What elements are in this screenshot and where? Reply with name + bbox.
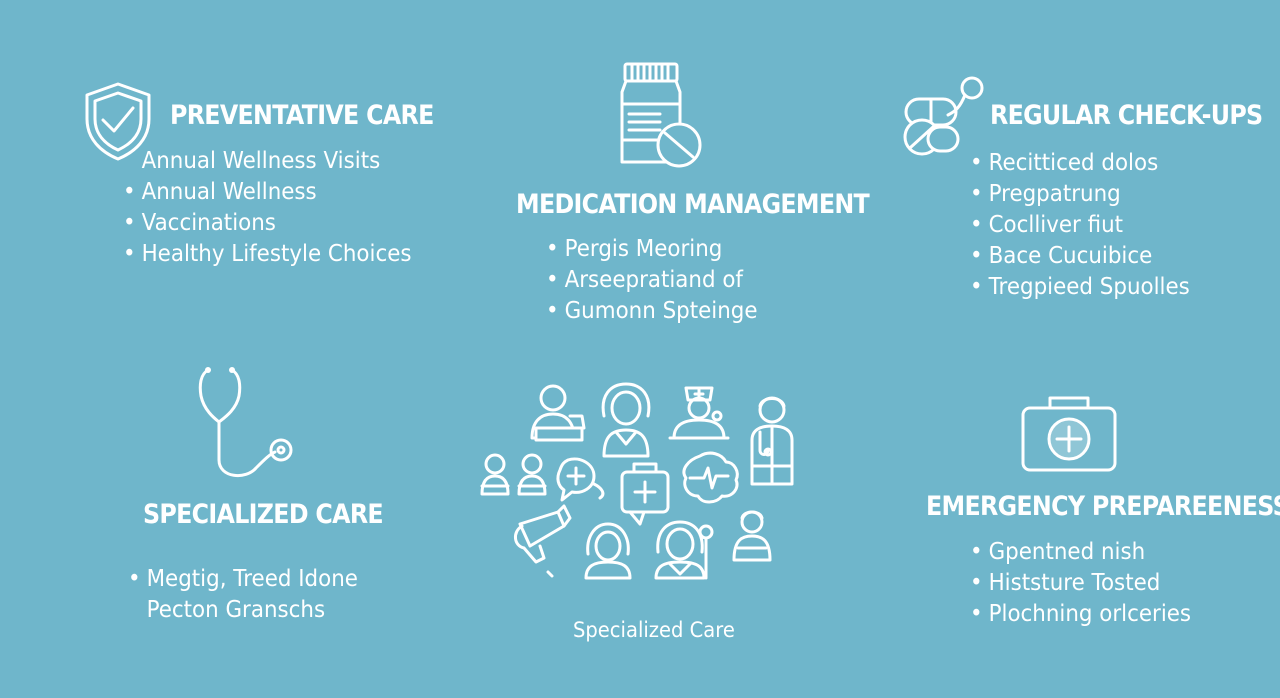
regular-checkups-title: REGULAR CHECK-UPS bbox=[990, 100, 1263, 131]
first-aid-kit-icon bbox=[1020, 394, 1118, 474]
list-item: Pecton Granschs bbox=[146, 597, 326, 623]
list-item: Annual Wellness Visits bbox=[141, 148, 381, 174]
list-item: •Plochning orlceries bbox=[970, 601, 1192, 627]
list-item: •Arseepratiand of bbox=[546, 267, 743, 293]
list-item: •Annual Wellness bbox=[123, 179, 317, 205]
specialized-care-list: •Megtig, Treed Idone Pecton Granschs bbox=[128, 564, 375, 626]
list-item: •Megtig, Treed Idone bbox=[128, 566, 358, 592]
list-item: •Bace Cucuibice bbox=[970, 243, 1153, 269]
list-item: •Pergis Meoring bbox=[546, 236, 723, 262]
pills-icon bbox=[900, 75, 990, 157]
shield-check-icon bbox=[83, 81, 153, 161]
preventative-care-title: PREVENTATIVE CARE bbox=[170, 100, 434, 131]
list-item: •Recitticed dolos bbox=[970, 150, 1159, 176]
preventative-care-list: Annual Wellness Visits •Annual Wellness … bbox=[123, 146, 433, 270]
list-item: •Coclliver fiut bbox=[970, 212, 1124, 238]
list-item: •Histsture Tosted bbox=[970, 570, 1161, 596]
emergency-preparedness-title: EMERGENCY PREPAREENESS bbox=[926, 491, 1280, 522]
medication-management-title: MEDICATION MANAGEMENT bbox=[516, 189, 870, 220]
list-item: •Gumonn Spteinge bbox=[546, 298, 758, 324]
regular-checkups-list: •Recitticed dolos •Pregpatrung •Cocllive… bbox=[970, 148, 1206, 303]
list-item: •Gpentned nish bbox=[970, 539, 1146, 565]
center-caption: Specialized Care bbox=[573, 618, 735, 642]
healthcare-team-icon bbox=[470, 376, 800, 586]
specialized-care-title: SPECIALIZED CARE bbox=[143, 499, 384, 530]
list-item: •Pregpatrung bbox=[970, 181, 1121, 207]
emergency-preparedness-list: •Gpentned nish •Histsture Tosted •Plochn… bbox=[970, 537, 1208, 630]
list-item: •Healthy Lifestyle Choices bbox=[123, 241, 412, 267]
pill-bottle-icon bbox=[618, 62, 704, 168]
list-item: •Vaccinations bbox=[123, 210, 276, 236]
list-item: •Tregpieed Spuolles bbox=[970, 274, 1190, 300]
medication-management-list: •Pergis Meoring •Arseepratiand of •Gumon… bbox=[546, 234, 773, 327]
stethoscope-icon bbox=[196, 364, 298, 482]
